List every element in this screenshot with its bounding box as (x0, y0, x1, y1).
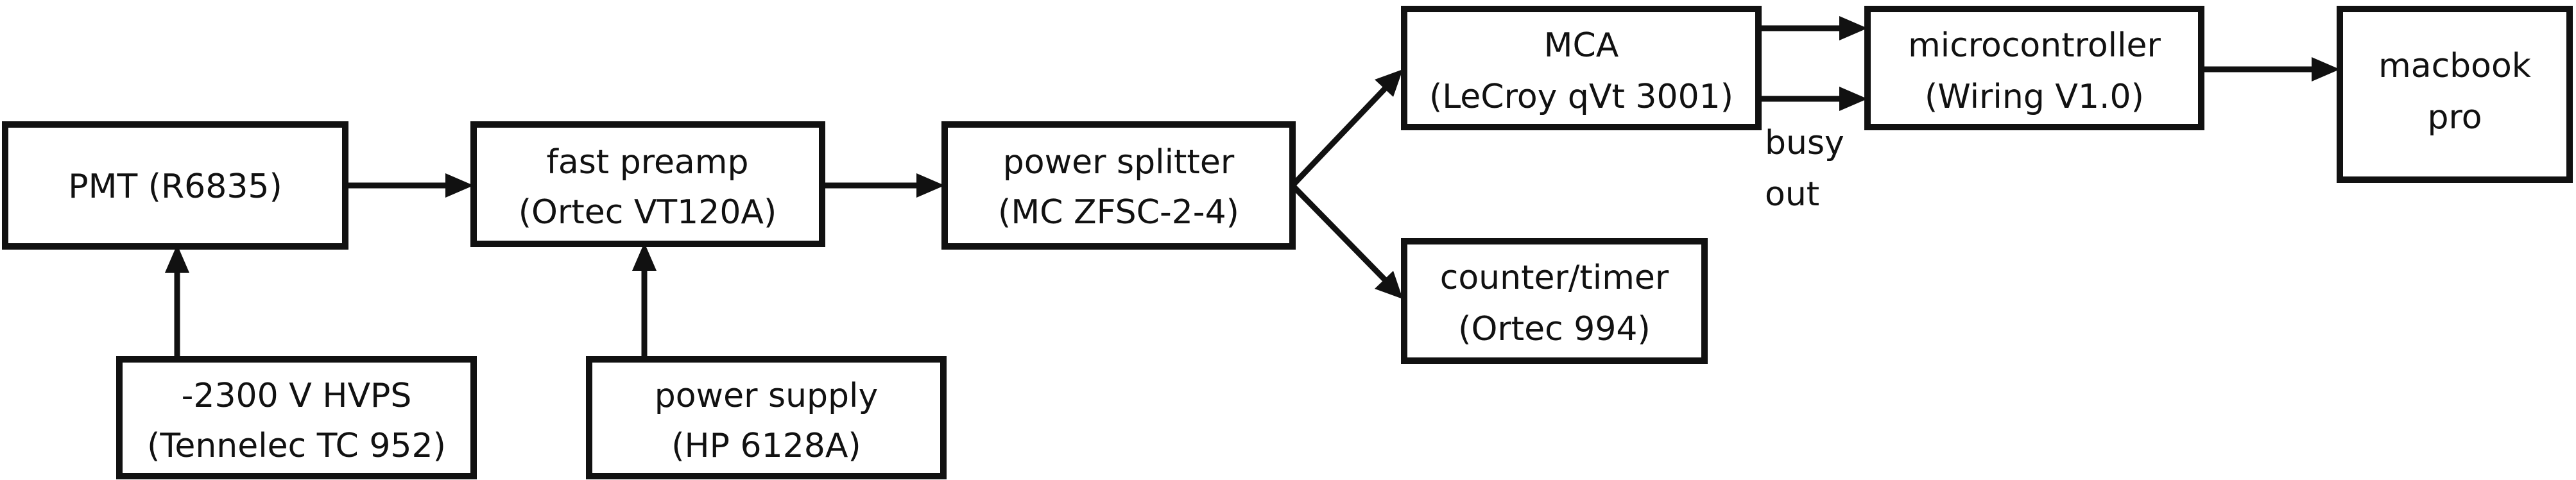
node-micro-line-1: microcontroller (1908, 26, 2161, 65)
node-counter-line-1: counter/timer (1440, 259, 1669, 297)
node-psu-line-2: (HP 6128A) (671, 427, 861, 465)
arrow-hvps-to-pmt (165, 244, 189, 359)
arrow-psu-to-preamp (632, 243, 657, 359)
node-preamp-line-2: (Ortec VT120A) (519, 193, 777, 232)
node-hvps: -2300 V HVPS (Tennelec TC 952) (116, 356, 477, 479)
arrow-mca-to-micro-top (1758, 16, 1868, 40)
busy-out-label-line-2: out (1765, 175, 1819, 214)
node-psu-line-1: power supply (655, 377, 879, 415)
node-micro: microcontroller (Wiring V1.0) (1864, 6, 2204, 130)
arrow-preamp-to-splitter (822, 173, 945, 198)
node-mca-line-2: (LeCroy qVt 3001) (1429, 78, 1733, 116)
node-hvps-line-2: (Tennelec TC 952) (147, 427, 446, 465)
busy-out-label-line-1: busy (1765, 124, 1844, 162)
node-pmt-line-1: PMT (R6835) (68, 167, 282, 206)
node-splitter-line-2: (MC ZFSC-2-4) (998, 193, 1239, 232)
node-micro-line-2: (Wiring V1.0) (1925, 78, 2144, 116)
node-macbook: macbook pro (2337, 6, 2573, 183)
node-preamp: fast preamp (Ortec VT120A) (470, 121, 825, 247)
node-psu: power supply (HP 6128A) (586, 356, 947, 479)
node-macbook-line-2: pro (2427, 98, 2482, 137)
node-counter: counter/timer (Ortec 994) (1401, 238, 1708, 364)
arrow-micro-to-macbook (2201, 57, 2340, 81)
node-macbook-line-1: macbook (2378, 47, 2531, 85)
node-counter-line-2: (Ortec 994) (1458, 310, 1651, 348)
arrow-mca-to-micro-busy (1758, 87, 1868, 111)
node-splitter: power splitter (MC ZFSC-2-4) (941, 121, 1296, 250)
node-splitter-line-1: power splitter (1003, 143, 1235, 182)
node-mca-line-1: MCA (1544, 26, 1619, 65)
node-hvps-line-1: -2300 V HVPS (182, 377, 412, 415)
node-mca: MCA (LeCroy qVt 3001) (1401, 6, 1762, 130)
arrow-pmt-to-preamp (345, 173, 474, 198)
node-pmt: PMT (R6835) (2, 121, 348, 250)
arrow-splitter-to-counter (1290, 183, 1403, 299)
node-preamp-line-1: fast preamp (547, 143, 749, 182)
arrow-splitter-to-mca (1290, 69, 1403, 188)
